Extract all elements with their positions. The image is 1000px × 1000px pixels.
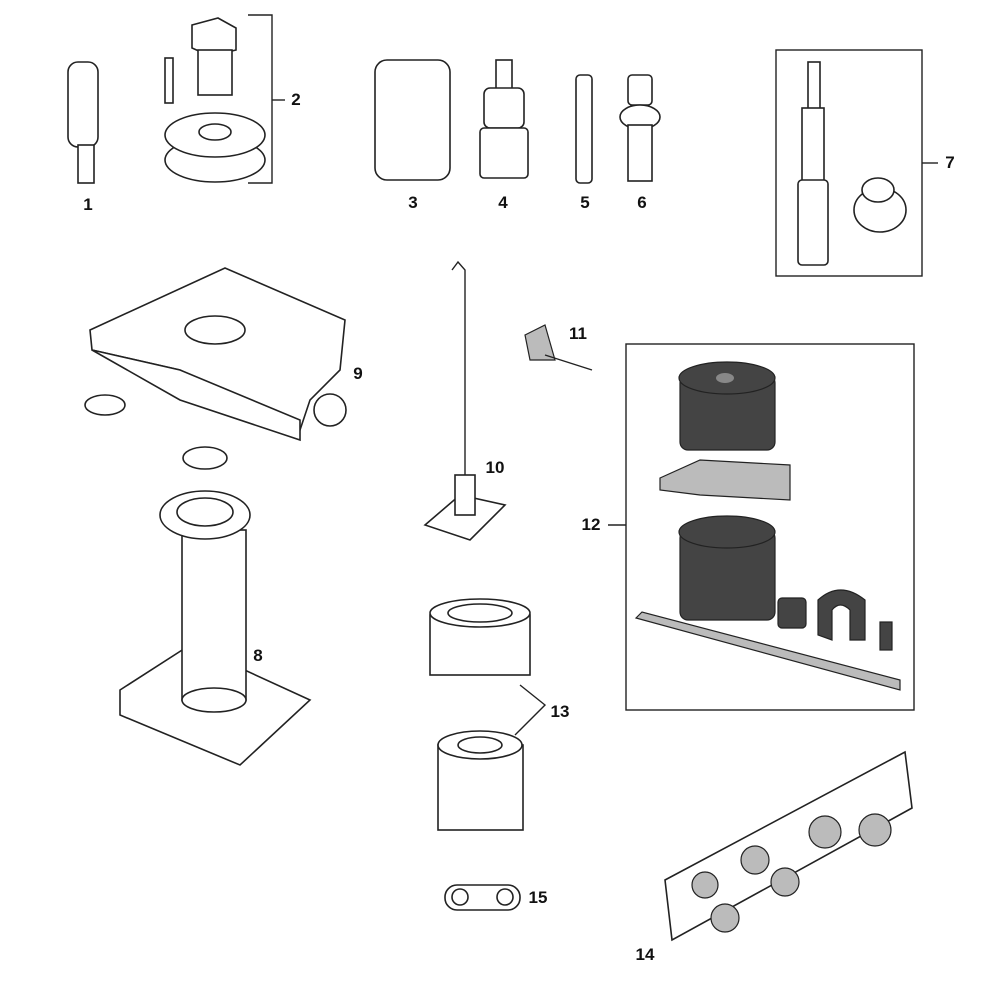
callout-9: 9 (353, 364, 363, 383)
callout-2: 2 (291, 90, 301, 109)
part-5-pin (575, 74, 593, 184)
callout-3: 3 (408, 193, 418, 212)
part-6-collar-pin (619, 74, 661, 182)
callout-12: 12 (581, 515, 601, 534)
part-1-knurled-pin (67, 61, 99, 184)
callout-14: 14 (635, 945, 655, 964)
callout-13: 13 (550, 702, 570, 721)
part-10-t-handle-hook (423, 260, 507, 541)
part-15-wrench-plate (444, 884, 521, 911)
part-8-stand (119, 490, 312, 766)
part-2-flange-adapter (164, 14, 285, 184)
callout-4: 4 (498, 193, 508, 212)
part-14-gear-plate (664, 750, 913, 942)
callout-8: 8 (253, 646, 263, 665)
part-9-base-plate (84, 267, 347, 470)
callout-1: 1 (83, 195, 93, 214)
part-11-comb-tool (524, 324, 593, 371)
part-12-box (608, 343, 915, 711)
part-7-box (775, 49, 938, 277)
callout-5: 5 (580, 193, 590, 212)
callout-11: 11 (569, 324, 587, 343)
part-4-stepped-pin (479, 59, 529, 179)
callout-15: 15 (528, 888, 548, 907)
callout-7: 7 (945, 153, 955, 172)
part-13-crown-sleeves (429, 598, 547, 831)
callout-6: 6 (637, 193, 647, 212)
callout-10: 10 (485, 458, 505, 477)
part-3-cylinder (374, 59, 451, 181)
